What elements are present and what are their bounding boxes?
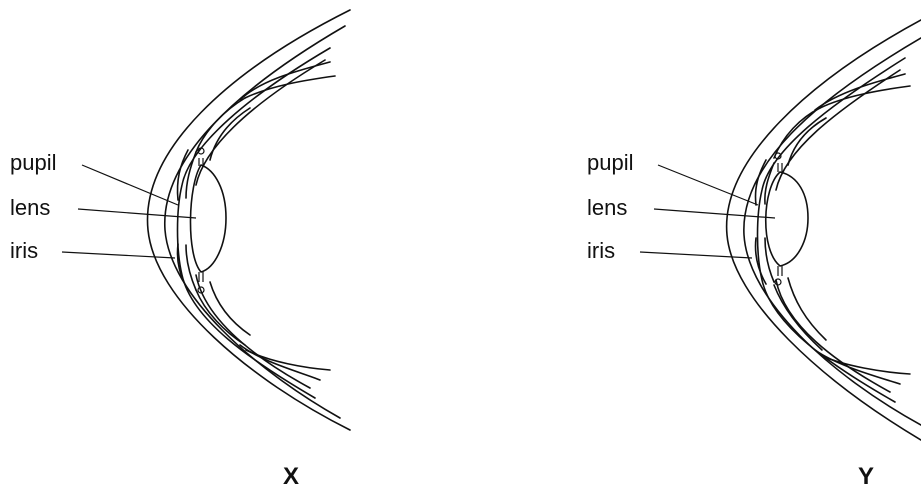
iris-shape (176, 149, 197, 291)
lens-shape (189, 164, 227, 273)
label-iris: iris (10, 238, 38, 263)
eye-outer-layers (725, 19, 921, 441)
eye-diagram-x: pupil lens iris X (10, 9, 351, 489)
label-lens: lens (587, 195, 627, 220)
eye-outer-layers (146, 9, 351, 431)
iris-leader-line (61, 251, 176, 259)
iris-shape (754, 159, 775, 285)
lens-leader-line (77, 208, 197, 219)
ciliary-body-top (773, 73, 911, 166)
eye-diagram-y: pupil lens iris Y (587, 19, 921, 489)
suspensory-ligaments (777, 163, 783, 276)
pupil-leader-line (657, 164, 759, 206)
ciliary-body-top (195, 61, 336, 161)
diagram-caption-y: Y (858, 463, 874, 489)
iris-leader-line (639, 251, 753, 259)
label-lens: lens (10, 195, 50, 220)
ciliary-body-bottom (195, 281, 331, 381)
diagram-caption-x: X (283, 463, 299, 489)
ciliary-body-bottom (773, 277, 911, 385)
label-pupil: pupil (587, 150, 633, 175)
label-pupil: pupil (10, 150, 56, 175)
lens-shape (765, 171, 809, 267)
label-iris: iris (587, 238, 615, 263)
suspensory-ligaments (198, 158, 204, 282)
pupil-leader-line (81, 164, 179, 206)
lens-leader-line (653, 208, 776, 219)
